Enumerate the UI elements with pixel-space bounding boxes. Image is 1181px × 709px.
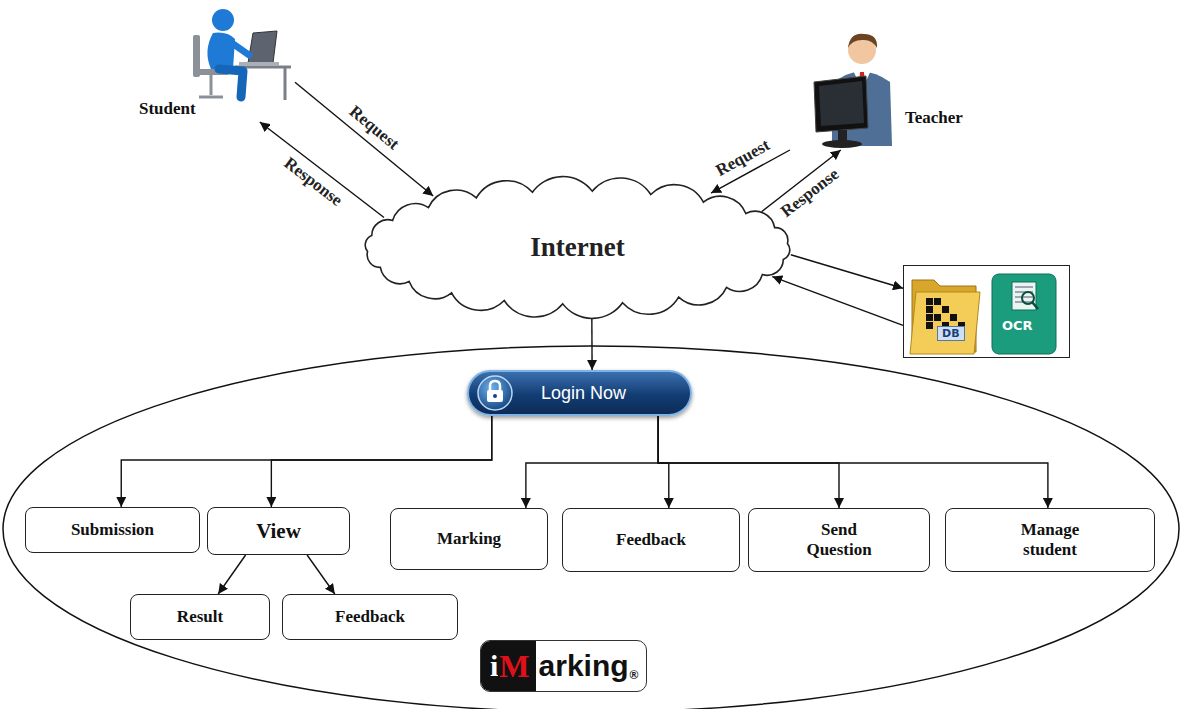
cloud-outline bbox=[365, 177, 789, 319]
process-box: Result bbox=[130, 594, 270, 640]
node-label: View bbox=[256, 519, 301, 543]
process-box: View bbox=[207, 507, 350, 555]
process-box: Feedback bbox=[562, 508, 740, 572]
pattern-cell bbox=[950, 314, 957, 321]
node-label: DB bbox=[937, 326, 965, 341]
pattern-cell bbox=[926, 322, 933, 329]
logo-text: i bbox=[481, 641, 498, 691]
page-line bbox=[1015, 287, 1033, 288]
folder-pattern bbox=[926, 298, 965, 329]
logo-text: arking bbox=[536, 641, 629, 691]
process-box: Feedback bbox=[282, 594, 458, 640]
pattern-cell bbox=[926, 298, 933, 305]
node-label: Login Now bbox=[541, 383, 626, 404]
figure-node: Student bbox=[135, 5, 295, 122]
chair-leg bbox=[210, 75, 213, 95]
monitor-frame bbox=[814, 76, 868, 132]
figure-label: Teacher bbox=[905, 108, 963, 128]
ocr-icon bbox=[992, 274, 1056, 354]
edge-label: Response bbox=[280, 153, 346, 210]
node-label: Send Question bbox=[789, 520, 889, 559]
edge-label: Request bbox=[345, 101, 403, 154]
logo-text: ® bbox=[629, 641, 647, 691]
monitor-screen bbox=[819, 81, 864, 126]
process-box: Send Question bbox=[748, 508, 930, 572]
connector-arrow bbox=[658, 416, 669, 508]
monitor-base bbox=[822, 140, 862, 148]
node-label: OCR bbox=[1002, 318, 1033, 333]
laptop-screen bbox=[248, 31, 277, 63]
teacher-figure bbox=[780, 28, 1005, 150]
connector-arrow bbox=[260, 122, 384, 217]
lock-hole bbox=[493, 394, 497, 398]
ocr-handle bbox=[1032, 302, 1038, 309]
logo-text: M bbox=[498, 641, 535, 691]
lock-disc bbox=[478, 376, 512, 410]
node-label: Feedback bbox=[616, 530, 686, 550]
connector-arrow bbox=[658, 416, 839, 508]
process-box: Marking bbox=[390, 508, 548, 570]
node-label: Feedback bbox=[335, 607, 405, 627]
figure-label: Student bbox=[139, 99, 196, 119]
page-line bbox=[1015, 297, 1033, 298]
node-label: Internet bbox=[530, 232, 624, 263]
process-box: Submission bbox=[25, 507, 200, 553]
node-label: Submission bbox=[71, 520, 154, 540]
pattern-cell bbox=[926, 314, 933, 321]
laptop-base bbox=[239, 62, 279, 66]
lock-body bbox=[487, 390, 503, 402]
desk-leg bbox=[284, 67, 287, 100]
teacher-hair bbox=[848, 34, 877, 48]
edge-label: Request bbox=[713, 136, 774, 182]
storage-icons bbox=[904, 266, 1069, 357]
connector-arrow bbox=[791, 255, 903, 289]
pattern-cell bbox=[934, 298, 941, 305]
connector-arrow bbox=[271, 416, 491, 507]
ocr-page bbox=[1012, 282, 1036, 310]
lock-shackle bbox=[490, 381, 500, 391]
pattern-cell bbox=[926, 306, 933, 313]
connector-arrow bbox=[307, 555, 335, 594]
student-head bbox=[212, 9, 234, 31]
region-outline bbox=[3, 346, 1179, 709]
node-label: Result bbox=[177, 607, 223, 627]
edge-label: Response bbox=[777, 164, 843, 222]
connector-arrow bbox=[772, 277, 903, 326]
process-box: Manage student bbox=[945, 508, 1155, 572]
student-arm bbox=[229, 41, 249, 55]
connector-arrow bbox=[121, 416, 492, 507]
pattern-cell bbox=[934, 314, 941, 321]
folder-front bbox=[910, 292, 980, 354]
chair-base bbox=[199, 96, 223, 99]
connector-arrow bbox=[591, 317, 593, 370]
storage-box: DB OCR bbox=[903, 265, 1070, 358]
pattern-cell bbox=[942, 306, 949, 313]
connector-arrow bbox=[218, 555, 245, 594]
figure-node: Teacher bbox=[780, 28, 1005, 150]
student-leg bbox=[219, 69, 243, 97]
connector-arrow bbox=[526, 416, 658, 508]
cloud-node: Internet bbox=[355, 175, 800, 320]
logo-frame: iMarking® bbox=[480, 640, 647, 692]
node-label: Manage student bbox=[995, 520, 1105, 559]
node-label: Marking bbox=[437, 529, 501, 549]
system-region: Login NowSubmissionViewResultFeedbackMar… bbox=[2, 345, 1180, 709]
connector-arrow bbox=[658, 416, 1048, 508]
login-button: Login Now bbox=[467, 370, 692, 416]
